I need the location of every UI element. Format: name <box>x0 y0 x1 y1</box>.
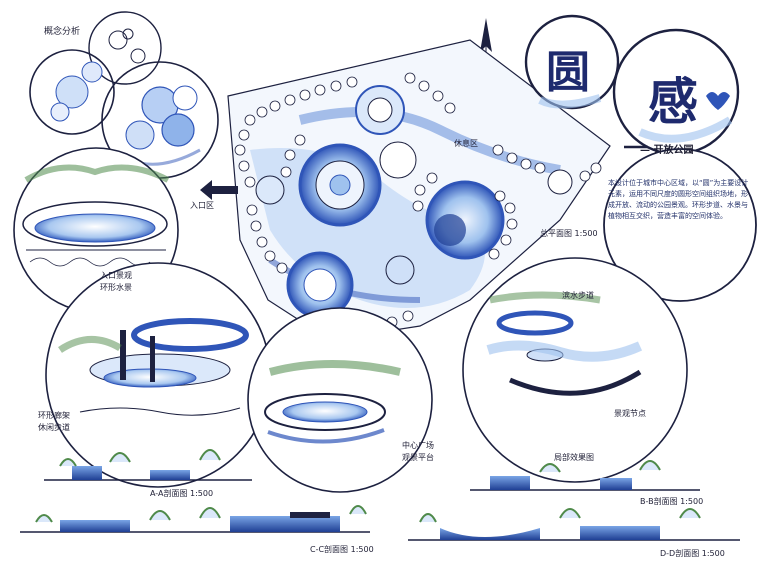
section-1 <box>44 449 252 481</box>
section-4 <box>408 508 740 541</box>
title-char-2: 感 <box>648 72 698 131</box>
view-d <box>462 257 688 483</box>
view-c-title: 中心广场 <box>402 441 434 450</box>
section-2-label: B-B剖面图 1:500 <box>640 497 704 506</box>
view-b-note: 休闲步道 <box>38 423 70 432</box>
view-a-note: 环形水景 <box>100 283 132 292</box>
description-text: 本设计位于城市中心区域，以“圆”为主要设计元素，运用不同尺度的圆形空间组织场地，… <box>608 179 749 220</box>
concept-label: 概念分析 <box>44 27 81 37</box>
title-char-1: 圆 <box>546 47 590 98</box>
section-4-label: D-D剖面图 1:500 <box>660 549 725 558</box>
title-emblem <box>524 14 740 156</box>
view-c <box>247 307 433 493</box>
view-a-title: 入口景观 <box>100 271 132 280</box>
subtitle: — 开放公园 <box>640 145 694 156</box>
section-3 <box>20 505 370 533</box>
section-3-label: C-C剖面图 1:500 <box>310 545 374 554</box>
view-d-note: 景观节点 <box>614 409 646 418</box>
entrance-label: 入口区 <box>190 201 214 210</box>
plan-scale-label: 总平面图 1:500 <box>540 229 598 238</box>
view-b-title: 环形廊架 <box>38 411 70 420</box>
view-b <box>45 262 271 488</box>
concept-diagram <box>29 11 219 179</box>
view-d-title: 滨水步道 <box>562 291 594 300</box>
perspective-label: 局部效果图 <box>554 453 594 462</box>
plan-note-label: 休息区 <box>454 139 478 148</box>
view-c-note: 观景平台 <box>402 453 434 462</box>
description-circle <box>603 148 757 302</box>
section-1-label: A-A剖面图 1:500 <box>150 489 214 498</box>
section-2 <box>470 460 700 491</box>
